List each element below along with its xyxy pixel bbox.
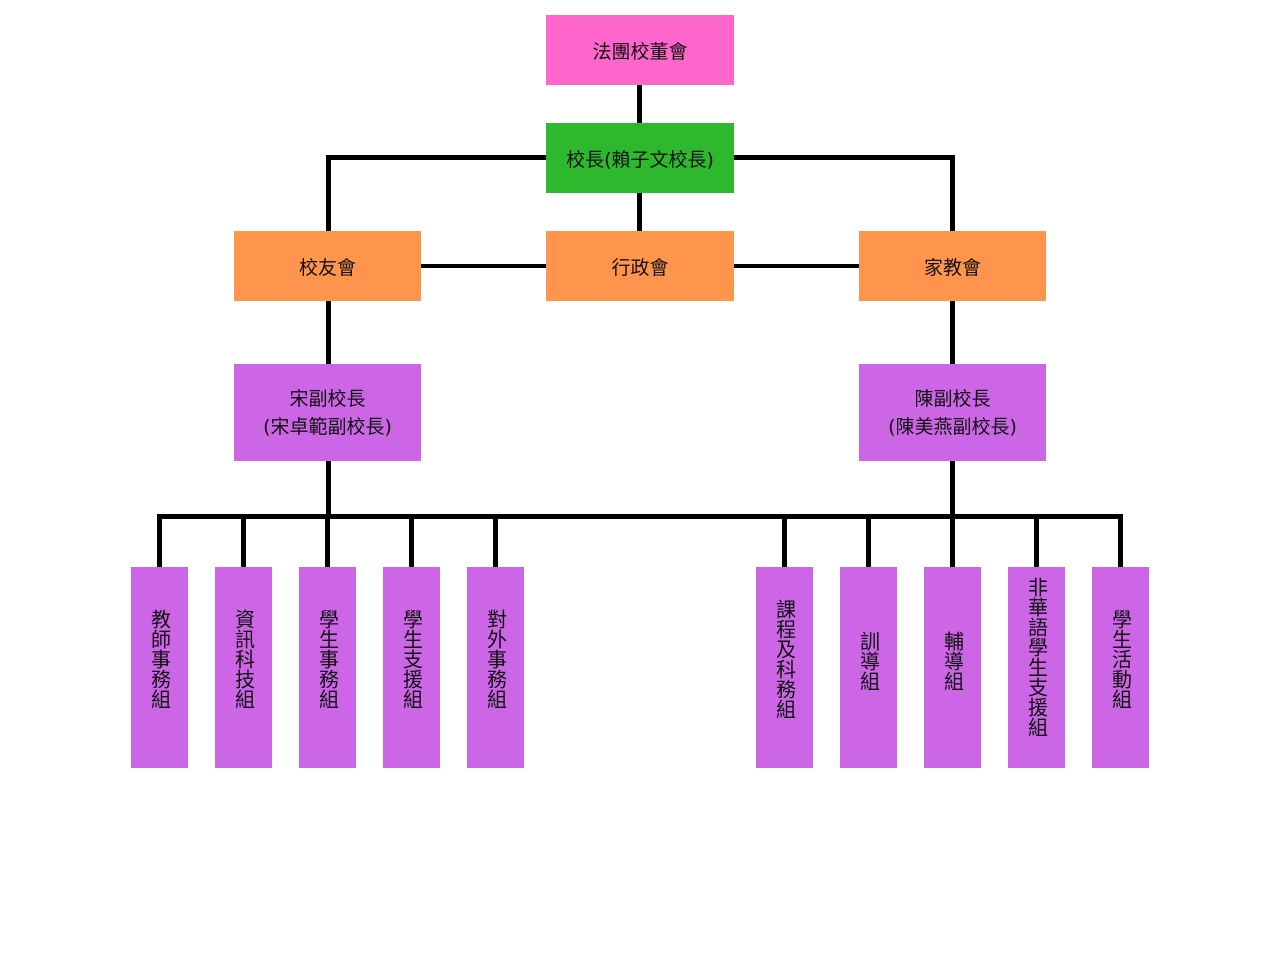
group-label: 非華語學生支援組	[1024, 577, 1049, 737]
group-it: 資訊科技組	[215, 567, 272, 768]
connector-group-bar	[157, 514, 1123, 519]
principal-label: 校長(賴子文校長)	[566, 148, 714, 171]
vp-chen-name: (陳美燕副校長)	[888, 415, 1017, 438]
vp-song-box: 宋副校長 (宋卓範副校長)	[234, 364, 421, 461]
connector-group-drop	[866, 514, 871, 568]
group-nc-student-support: 非華語學生支援組	[1008, 567, 1065, 768]
connector-group-drop	[493, 514, 498, 568]
connector-vp-song-down	[326, 460, 331, 518]
alumni-label: 校友會	[298, 256, 356, 279]
group-label: 訓導組	[856, 631, 881, 691]
connector-admin-pta	[733, 264, 859, 268]
group-student-support: 學生支援組	[383, 567, 440, 768]
connector-group-drop	[1034, 514, 1039, 568]
group-teacher-affairs: 教師事務組	[131, 567, 188, 768]
board-box: 法團校董會	[546, 15, 734, 85]
connector-group-drop	[157, 514, 162, 568]
board-label: 法團校董會	[592, 40, 688, 63]
group-label: 學生事務組	[315, 609, 340, 709]
connector-group-drop	[409, 514, 414, 568]
admin-label: 行政會	[611, 256, 669, 279]
connector-vp-chen-down	[950, 460, 955, 518]
connector-pta-vp-chen	[950, 300, 955, 364]
vp-song-name: (宋卓範副校長)	[263, 415, 392, 438]
connector-principal-left	[326, 155, 546, 160]
connector-board-principal	[637, 84, 642, 124]
connector-group-drop	[1118, 514, 1123, 568]
alumni-box: 校友會	[234, 231, 421, 301]
group-label: 學生支援組	[399, 609, 424, 709]
vp-chen-box: 陳副校長 (陳美燕副校長)	[859, 364, 1046, 461]
vp-chen-title: 陳副校長	[914, 387, 991, 410]
group-label: 課程及科務組	[772, 599, 797, 719]
group-external-affairs: 對外事務組	[467, 567, 524, 768]
connector-to-pta	[950, 155, 955, 232]
pta-label: 家教會	[923, 256, 981, 279]
admin-box: 行政會	[546, 231, 734, 301]
connector-to-alumni	[326, 155, 331, 232]
group-label: 對外事務組	[483, 609, 508, 709]
group-curriculum: 課程及科務組	[756, 567, 813, 768]
principal-box: 校長(賴子文校長)	[546, 123, 734, 193]
group-label: 資訊科技組	[231, 609, 256, 709]
connector-alumni-admin	[420, 264, 546, 268]
connector-group-drop	[950, 514, 955, 568]
connector-principal-admin	[637, 192, 642, 232]
pta-box: 家教會	[859, 231, 1046, 301]
connector-group-drop	[782, 514, 787, 568]
group-label: 教師事務組	[147, 609, 172, 709]
connector-alumni-vp-song	[326, 300, 331, 364]
connector-group-drop	[241, 514, 246, 568]
group-student-affairs: 學生事務組	[299, 567, 356, 768]
vp-song-title: 宋副校長	[289, 387, 366, 410]
group-label: 學生活動組	[1108, 609, 1133, 709]
group-discipline: 訓導組	[840, 567, 897, 768]
group-counselling: 輔導組	[924, 567, 981, 768]
group-student-activities: 學生活動組	[1092, 567, 1149, 768]
group-label: 輔導組	[940, 631, 965, 691]
connector-principal-right	[733, 155, 955, 160]
connector-group-drop	[325, 514, 330, 568]
